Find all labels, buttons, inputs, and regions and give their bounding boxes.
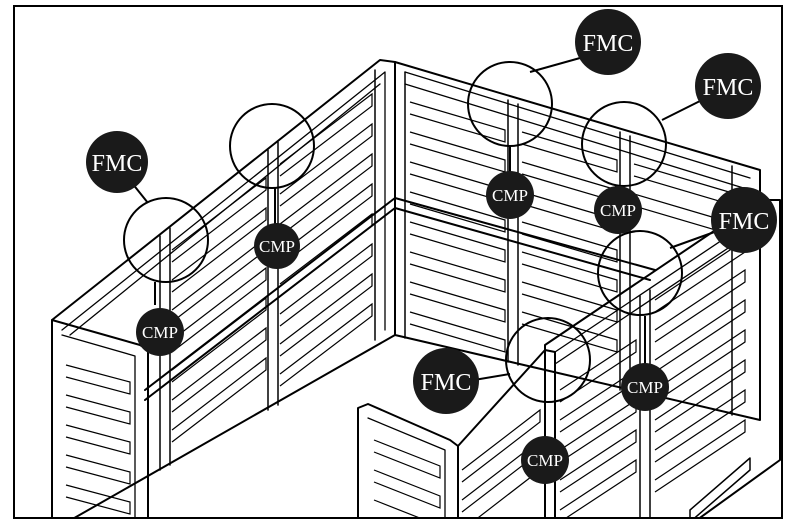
top-rails: [144, 197, 656, 401]
fmc-callout-1: FMC: [86, 131, 148, 193]
svg-text:FMC: FMC: [92, 151, 143, 177]
cmp-callout-6: CMP: [521, 436, 569, 484]
fmc-callout-3: FMC: [695, 53, 761, 119]
detail-circle-5: [597, 230, 683, 316]
svg-text:CMP: CMP: [492, 186, 528, 205]
svg-text:FMC: FMC: [421, 370, 472, 396]
cmp-callout-1: CMP: [136, 308, 184, 356]
back-wall: [394, 61, 761, 421]
svg-text:FMC: FMC: [583, 31, 634, 57]
figure-border: [13, 5, 783, 519]
front-left-panel: [51, 319, 149, 517]
cmp-callout-5: CMP: [621, 363, 669, 411]
fmc-callout-2: FMC: [575, 9, 641, 75]
fmc-callout-5: FMC: [413, 348, 479, 414]
detail-circle-6: [505, 317, 591, 403]
svg-text:FMC: FMC: [719, 209, 770, 235]
leader-lines: [127, 57, 721, 440]
detail-circle-4: [581, 101, 667, 187]
svg-text:FMC: FMC: [703, 75, 754, 101]
left-wall: [51, 59, 396, 517]
cmp-callout-3: CMP: [486, 171, 534, 219]
cmp-callout-4: CMP: [594, 186, 642, 234]
cmp-callout-2: CMP: [254, 223, 300, 269]
svg-text:CMP: CMP: [259, 237, 295, 256]
detail-circles: [123, 61, 683, 403]
svg-text:CMP: CMP: [600, 201, 636, 220]
fmc-callout-4: FMC: [711, 187, 777, 253]
detail-circle-1: [123, 197, 209, 283]
detail-circle-2: [229, 103, 315, 189]
svg-text:CMP: CMP: [527, 451, 563, 470]
svg-text:CMP: CMP: [627, 378, 663, 397]
svg-text:CMP: CMP: [142, 323, 178, 342]
